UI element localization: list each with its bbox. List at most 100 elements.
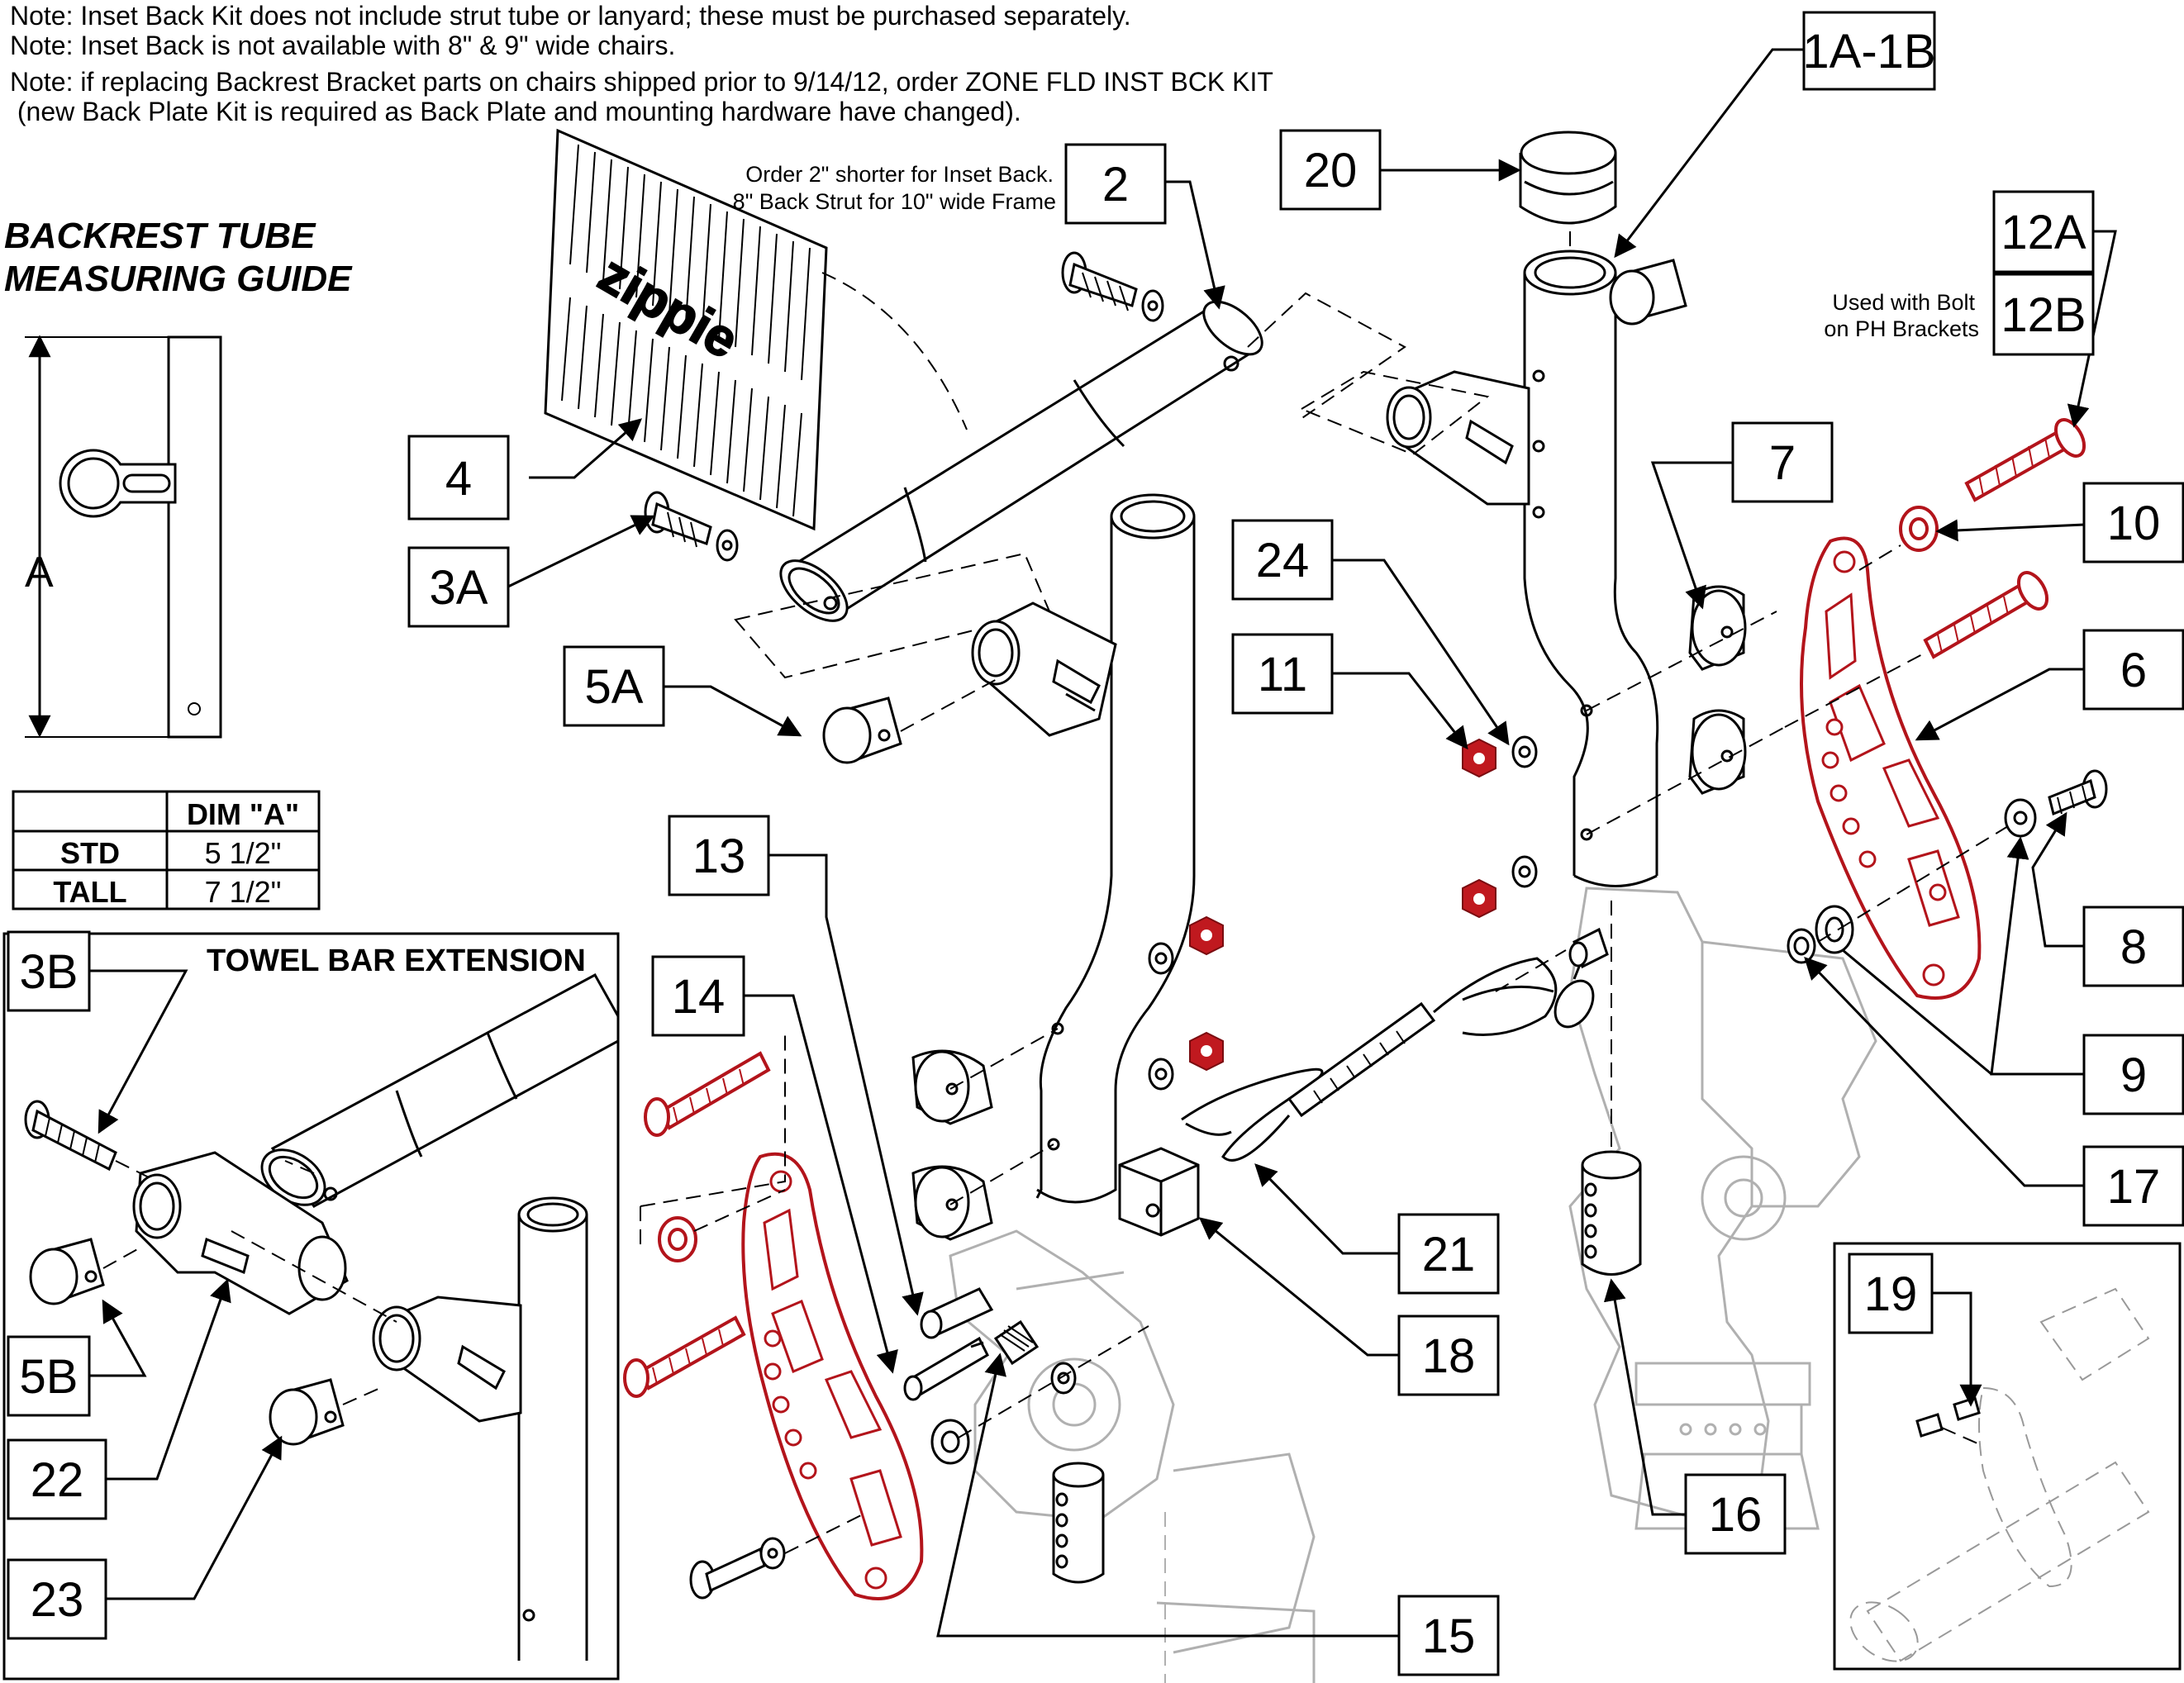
callout-10: 10 (2082, 482, 2184, 563)
callout-3a-label: 3A (430, 561, 488, 615)
callout-12b-label: 12B (2001, 288, 2086, 342)
callout-14: 14 (651, 955, 745, 1037)
callout-15-label: 15 (1422, 1609, 1476, 1663)
table-row-tall-value: 7 1/2" (205, 875, 282, 909)
callout-6-label: 6 (2120, 644, 2147, 697)
callout-12a: 12A (1992, 190, 2095, 273)
washer-15 (930, 1362, 1077, 1465)
left-clamp (971, 601, 1117, 737)
callout-4-label: 4 (445, 452, 472, 506)
table-row-std-label: STD (60, 836, 120, 870)
pin-13 (920, 1287, 994, 1339)
callout-9: 9 (2082, 1034, 2184, 1115)
callout-23-label: 23 (31, 1573, 84, 1627)
pin-14 (903, 1336, 989, 1401)
bracket-left (741, 1152, 924, 1600)
callout-13-label: 13 (692, 830, 746, 883)
right-clamp (1386, 370, 1530, 506)
callout-17-label: 17 (2107, 1160, 2161, 1214)
callout-1a-1b: 1A-1B (1802, 11, 1936, 91)
callout-18-label: 18 (1422, 1329, 1476, 1383)
callout-9-label: 9 (2120, 1048, 2147, 1102)
callout-7-label: 7 (1769, 436, 1796, 490)
sleeve-16 (1581, 1150, 1642, 1276)
dim-symbol: A (25, 549, 54, 597)
callout-2-label: 2 (1102, 158, 1129, 212)
dim-table: DIM "A" STD 5 1/2" TALL 7 1/2" (12, 790, 321, 910)
spacers-left (911, 1049, 993, 1241)
callout-4: 4 (407, 435, 510, 521)
tube-side-view (167, 335, 222, 739)
strut-note-1: Order 2" shorter for Inset Back. (745, 162, 1054, 187)
plug-20 (1519, 131, 1617, 225)
callout-16-label: 16 (1709, 1488, 1763, 1542)
guide-title-line1: BACKREST TUBE (4, 216, 316, 256)
towel-bar-inset: TOWEL BAR EXTENSION (2, 932, 620, 1681)
callout-3a: 3A (407, 546, 510, 628)
spacers-right (1688, 585, 1747, 795)
bolt-left-upper (644, 1051, 771, 1137)
leader-lines (89, 48, 2117, 1638)
cap-5a (822, 696, 902, 764)
measuring-guide: BACKREST TUBE MEASURING GUIDE A DIM "A" … (4, 216, 353, 910)
callout-10-label: 10 (2107, 497, 2161, 550)
towel-bar-title: TOWEL BAR EXTENSION (207, 944, 586, 978)
callout-11: 11 (1231, 633, 1334, 715)
screw-lower-left (689, 1537, 786, 1600)
note-2: Note: Inset Back is not available with 8… (10, 31, 676, 60)
callout-1a-1b-label: 1A-1B (1802, 25, 1935, 78)
guide-title-line2: MEASURING GUIDE (4, 259, 353, 299)
callout-15: 15 (1397, 1595, 1500, 1676)
ghost-frame-left (949, 1229, 1316, 1683)
callout-24: 24 (1231, 519, 1334, 601)
callout-7: 7 (1731, 421, 1834, 503)
callout-6: 6 (2082, 629, 2184, 711)
callout-20: 20 (1279, 129, 1382, 211)
right-back-post (1523, 231, 1659, 887)
callout-5a-label: 5A (585, 660, 644, 714)
screw-3a (644, 491, 739, 562)
washers-9-17 (1787, 905, 1854, 964)
callout-24-label: 24 (1256, 534, 1310, 587)
callout-8-label: 8 (2120, 920, 2147, 974)
nuts-left (1148, 915, 1224, 1091)
callout-20-label: 20 (1304, 144, 1358, 197)
callout-11-label: 11 (1258, 648, 1307, 701)
callout-17: 17 (2082, 1145, 2184, 1227)
callout-22: 22 (7, 1438, 107, 1520)
callout-21-label: 21 (1422, 1228, 1476, 1281)
callout-19: 19 (1848, 1253, 1934, 1334)
table-row-std-value: 5 1/2" (205, 836, 282, 870)
bolt-note-1: Used with Bolt (1832, 290, 1975, 315)
callout-5b: 5B (7, 1335, 91, 1417)
bolt-right-lower (1923, 571, 2049, 659)
callout-12b: 12B (1992, 273, 2095, 356)
bolt-12a (1964, 418, 2086, 502)
left-back-post (1035, 493, 1196, 1204)
block-18 (1118, 1147, 1200, 1237)
back-plate-zippie: zippie (544, 128, 968, 531)
lanyard-21 (1181, 957, 1595, 1162)
callout-14-label: 14 (672, 970, 726, 1024)
callout-23: 23 (7, 1558, 107, 1640)
callout-21: 21 (1397, 1213, 1500, 1295)
strut-tube (779, 300, 1263, 622)
callout-19-label: 19 (1864, 1267, 1918, 1321)
note-1: Note: Inset Back Kit does not include st… (10, 1, 1131, 31)
nuts-washers-center (1462, 735, 1538, 919)
sleeve-bottom (1052, 1462, 1105, 1584)
callout-8: 8 (2082, 906, 2184, 987)
spring-15 (993, 1319, 1040, 1366)
table-header-dim: DIM "A" (187, 797, 299, 831)
pin-upper-center (1568, 927, 1609, 969)
note-3: Note: if replacing Backrest Bracket part… (10, 67, 1273, 97)
bolt-left-lower (623, 1315, 746, 1398)
callout-16: 16 (1684, 1473, 1787, 1555)
screw-upper (1061, 251, 1164, 322)
note-4: (new Back Plate Kit is required as Back … (10, 97, 1021, 126)
strut-note-2: 8" Back Strut for 10" wide Frame (733, 189, 1056, 214)
callout-2: 2 (1064, 143, 1167, 225)
washer-10 (1899, 506, 1939, 552)
bolt-note-2: on PH Brackets (1824, 316, 1979, 341)
callout-3b-label: 3B (20, 945, 79, 999)
